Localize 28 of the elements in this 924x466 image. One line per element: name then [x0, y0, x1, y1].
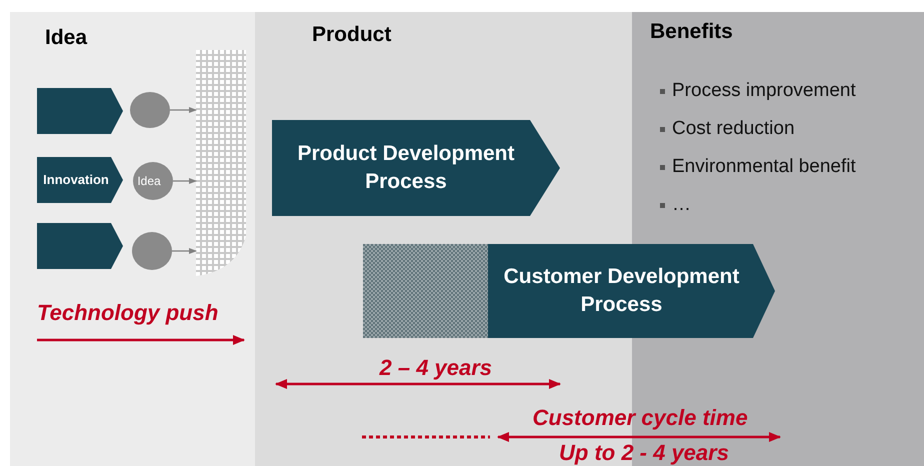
idea-circle: [133, 162, 173, 200]
bullet-item: Process improvement: [672, 80, 856, 103]
chevron-label: Customer Development Process: [502, 264, 740, 318]
column-heading: Idea: [45, 26, 88, 50]
circle-shape: [132, 232, 172, 270]
chevron-label: Product Development Process: [296, 140, 516, 195]
arrow: [172, 248, 197, 254]
bullet-item: Cost reduction: [672, 118, 795, 141]
column-heading: Product: [312, 23, 392, 47]
chevron-shape: [37, 88, 123, 134]
measure-label: Customer cycle time: [532, 405, 748, 431]
arrow: [173, 178, 197, 184]
arrow: [170, 107, 197, 113]
measure-label: 2 – 4 years: [380, 355, 492, 381]
process-banner: [363, 244, 775, 338]
circle-shape: [130, 92, 170, 128]
measure-label: Up to 2 - 4 years: [559, 440, 729, 466]
chevron-shape: [37, 223, 123, 269]
bullet-item: Environmental benefit: [672, 156, 856, 179]
bullet-item: …: [672, 194, 691, 217]
column-heading: Benefits: [650, 20, 733, 44]
column-panel: [10, 12, 255, 466]
process-banner: [272, 120, 560, 216]
chevron-shape: [37, 157, 123, 203]
funnel-grid: [196, 50, 246, 276]
measure-label: Technology push: [37, 300, 218, 326]
chevron-label: Innovation: [42, 171, 110, 190]
circle-label: Idea: [136, 172, 162, 190]
